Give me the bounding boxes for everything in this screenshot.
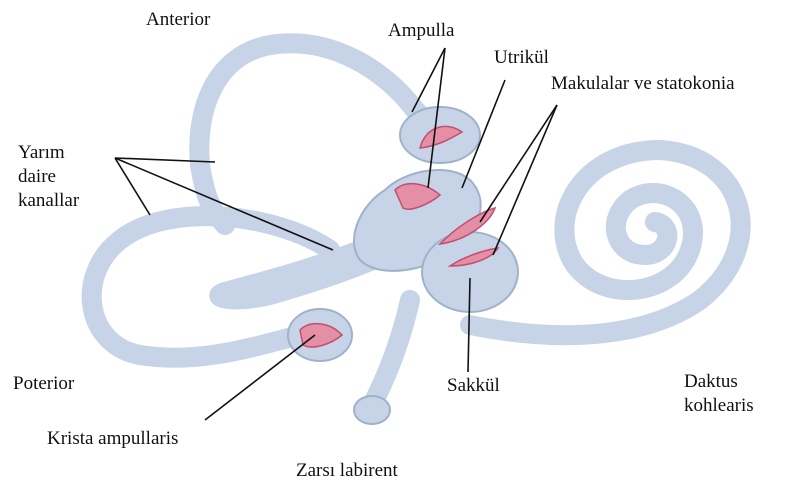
endolymphatic-duct bbox=[372, 300, 410, 405]
label-anterior: Anterior bbox=[146, 9, 210, 31]
yarim-leader-3 bbox=[115, 158, 333, 250]
label-yarim-1: Yarım bbox=[18, 142, 65, 164]
label-daktus-2: kohlearis bbox=[684, 395, 754, 417]
ampulla-leader-1 bbox=[412, 48, 445, 112]
cochlear-duct bbox=[470, 150, 741, 335]
yarim-leader-2 bbox=[115, 158, 150, 215]
makula-leader-2 bbox=[493, 105, 557, 255]
label-yarim-2: daire bbox=[18, 166, 56, 188]
labyrinth-tubes bbox=[92, 43, 741, 424]
label-zarsi: Zarsı labirent bbox=[296, 460, 398, 482]
label-yarim-3: kanallar bbox=[18, 190, 79, 212]
endolymphatic-sac bbox=[354, 396, 390, 424]
makula-leader-1 bbox=[480, 105, 557, 222]
label-utrikul: Utrikül bbox=[494, 47, 549, 69]
label-daktus-1: Daktus bbox=[684, 371, 738, 393]
label-makulalar: Makulalar ve statokonia bbox=[551, 73, 735, 95]
label-poterior: Poterior bbox=[13, 373, 74, 395]
label-krista: Krista ampullaris bbox=[47, 428, 178, 450]
label-sakkul: Sakkül bbox=[447, 375, 500, 397]
label-ampulla: Ampulla bbox=[388, 20, 455, 42]
